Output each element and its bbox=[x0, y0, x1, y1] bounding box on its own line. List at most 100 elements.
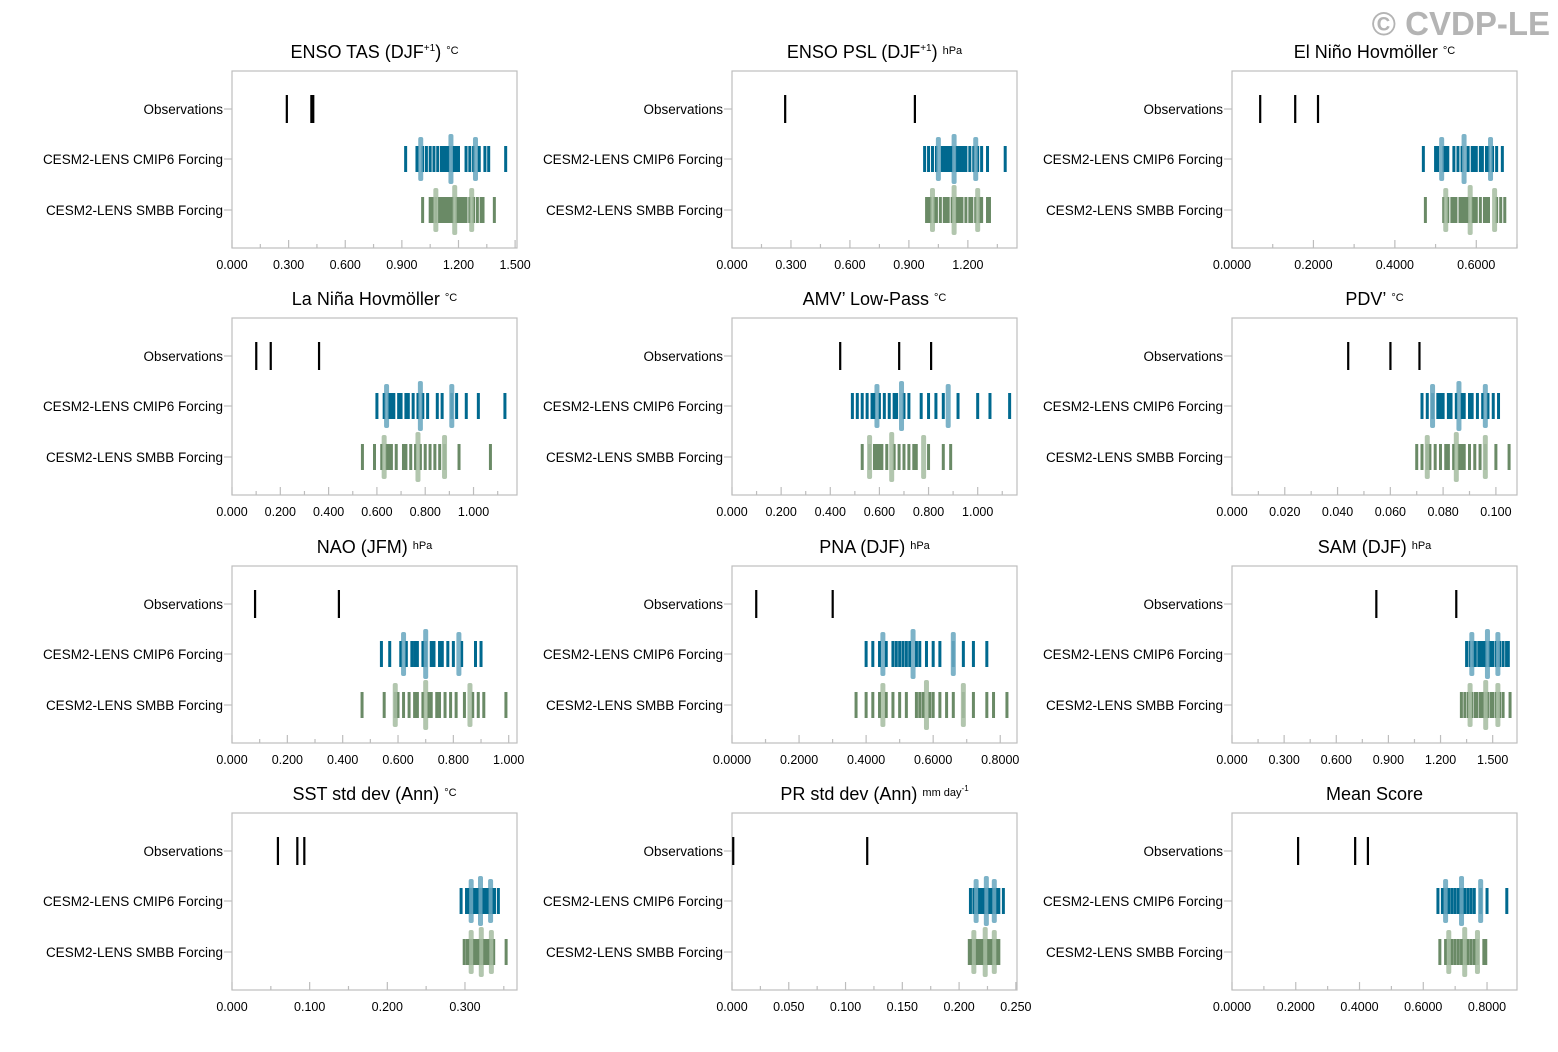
ensemble-member-mark bbox=[921, 692, 925, 718]
ensemble-member-mark bbox=[1462, 197, 1466, 223]
highlight-overlay bbox=[418, 146, 423, 172]
ensemble-member-mark bbox=[971, 692, 975, 718]
x-tick-label: 1.200 bbox=[1425, 753, 1456, 767]
highlight-overlay bbox=[1425, 444, 1430, 470]
ensemble-member-mark bbox=[1495, 146, 1499, 172]
observation-mark bbox=[303, 837, 306, 865]
highlight-overlay bbox=[418, 393, 423, 419]
ensemble-member-mark bbox=[1473, 692, 1477, 718]
highlight-overlay bbox=[1439, 146, 1444, 172]
ensemble-member-mark bbox=[455, 393, 459, 419]
x-tick-label: 0.300 bbox=[449, 1000, 480, 1014]
x-tick-label: 0.2000 bbox=[780, 753, 818, 767]
ensemble-member-mark bbox=[460, 641, 464, 667]
ensemble-member-mark bbox=[1506, 641, 1510, 667]
ensemble-member-mark bbox=[447, 197, 451, 223]
ensemble-member-mark bbox=[471, 692, 475, 718]
ensemble-member-mark bbox=[941, 393, 945, 419]
ensemble-member-mark bbox=[875, 444, 879, 470]
ensemble-member-mark bbox=[462, 692, 466, 718]
ensemble-member-mark bbox=[940, 146, 944, 172]
ensemble-member-mark bbox=[1494, 444, 1498, 470]
ensemble-member-mark bbox=[865, 393, 869, 419]
x-tick-label: 0.2000 bbox=[1277, 1000, 1315, 1014]
ensemble-member-mark bbox=[956, 197, 960, 223]
ensemble-member-mark bbox=[464, 393, 468, 419]
ensemble-member-mark bbox=[870, 393, 874, 419]
observation-mark bbox=[310, 95, 313, 123]
x-tick-label: 0.000 bbox=[1216, 753, 1247, 767]
row-label: CESM2-LENS SMBB Forcing bbox=[1046, 945, 1223, 960]
observation-mark bbox=[1259, 95, 1262, 123]
x-tick-label: 0.100 bbox=[830, 1000, 861, 1014]
ensemble-member-mark bbox=[404, 444, 408, 470]
row-label: CESM2-LENS CMIP6 Forcing bbox=[543, 894, 723, 909]
ensemble-member-mark bbox=[971, 641, 975, 667]
ensemble-member-mark bbox=[946, 197, 950, 223]
highlight-overlay bbox=[889, 444, 894, 470]
title-units: hPa bbox=[943, 45, 963, 57]
title-main: AMV’ Low-Pass bbox=[803, 289, 929, 309]
ensemble-member-mark bbox=[396, 692, 400, 718]
ensemble-member-mark bbox=[942, 146, 946, 172]
ensemble-member-mark bbox=[1428, 444, 1432, 470]
ensemble-member-mark bbox=[904, 692, 908, 718]
ensemble-member-mark bbox=[433, 444, 437, 470]
ensemble-member-mark bbox=[1501, 641, 1505, 667]
row-label: CESM2-LENS SMBB Forcing bbox=[46, 450, 223, 465]
ensemble-member-mark bbox=[1003, 146, 1007, 172]
panel-title: La Niña Hovmöller°C bbox=[292, 289, 457, 309]
ensemble-member-mark bbox=[413, 692, 417, 718]
ensemble-member-mark bbox=[496, 888, 500, 914]
ensemble-member-mark bbox=[968, 146, 972, 172]
ensemble-member-mark bbox=[985, 641, 989, 667]
ensemble-member-mark bbox=[938, 641, 942, 667]
x-tick-label: 0.300 bbox=[775, 258, 806, 272]
ensemble-member-mark bbox=[459, 888, 463, 914]
highlight-overlay bbox=[469, 888, 474, 914]
title-main: PNA (DJF) bbox=[819, 537, 905, 557]
title-superscript: +1 bbox=[920, 43, 932, 54]
ensemble-member-mark bbox=[1481, 393, 1485, 419]
ensemble-member-mark bbox=[902, 393, 906, 419]
ensemble-member-mark bbox=[860, 444, 864, 470]
highlight-overlay bbox=[930, 197, 935, 223]
panel-title: AMV’ Low-Pass°C bbox=[803, 289, 947, 309]
ensemble-member-mark bbox=[1446, 197, 1450, 223]
highlight-overlay bbox=[984, 888, 989, 914]
row-label: CESM2-LENS CMIP6 Forcing bbox=[543, 152, 723, 167]
observation-mark bbox=[296, 837, 299, 865]
row-label: CESM2-LENS SMBB Forcing bbox=[546, 203, 723, 218]
panel-title: Mean Score bbox=[1326, 784, 1423, 804]
ensemble-member-mark bbox=[1434, 146, 1438, 172]
ensemble-member-mark bbox=[1491, 641, 1495, 667]
highlight-overlay bbox=[488, 888, 493, 914]
row-label: CESM2-LENS SMBB Forcing bbox=[46, 945, 223, 960]
ensemble-member-mark bbox=[1420, 393, 1424, 419]
ensemble-member-mark bbox=[1486, 393, 1490, 419]
panel-title: SST std dev (Ann)°C bbox=[292, 784, 456, 804]
observation-mark bbox=[269, 342, 272, 370]
ensemble-member-mark bbox=[477, 939, 481, 965]
ensemble-member-mark bbox=[379, 641, 383, 667]
ensemble-member-mark bbox=[884, 692, 888, 718]
x-tick-label: 0.000 bbox=[216, 258, 247, 272]
ensemble-member-mark bbox=[948, 146, 952, 172]
highlight-overlay bbox=[983, 939, 988, 965]
ensemble-member-mark bbox=[465, 888, 469, 914]
ensemble-member-mark bbox=[443, 146, 447, 172]
row-label: Observations bbox=[143, 102, 223, 117]
ensemble-member-mark bbox=[1458, 197, 1462, 223]
ensemble-member-mark bbox=[1436, 393, 1440, 419]
ensemble-member-mark bbox=[1505, 888, 1509, 914]
ensemble-member-mark bbox=[898, 641, 902, 667]
ensemble-member-mark bbox=[914, 692, 918, 718]
highlight-overlay bbox=[1462, 939, 1467, 965]
x-tick-label: 0.600 bbox=[361, 505, 392, 519]
ensemble-member-mark bbox=[462, 197, 466, 223]
ensemble-member-mark bbox=[1469, 939, 1473, 965]
highlight-overlay bbox=[1469, 641, 1474, 667]
ensemble-member-mark bbox=[1456, 939, 1460, 965]
ensemble-member-mark bbox=[938, 692, 942, 718]
